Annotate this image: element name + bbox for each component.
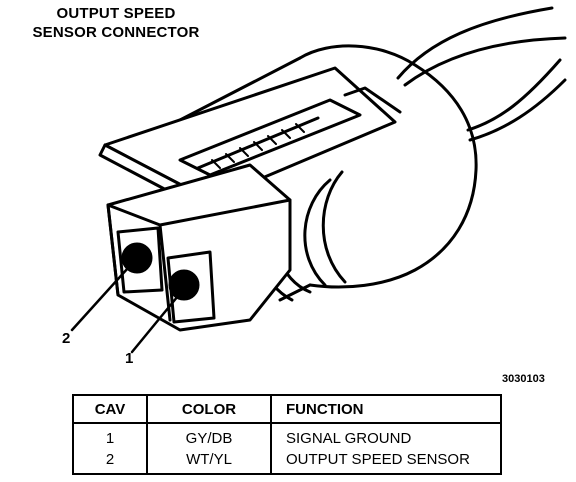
cavity-1-terminal bbox=[168, 269, 200, 301]
callout-label-2: 2 bbox=[62, 330, 71, 347]
header-color: COLOR bbox=[146, 394, 272, 424]
locking-latch bbox=[98, 66, 402, 214]
header-cav: CAV bbox=[72, 394, 148, 424]
pinout-table: CAV COLOR FUNCTION 1 GY/DB SIGNAL GROUND… bbox=[72, 394, 502, 475]
cell-color: WT/YL bbox=[146, 449, 272, 475]
connector-front-face bbox=[106, 163, 292, 332]
connector-body bbox=[178, 44, 478, 302]
figure-id: 3030103 bbox=[502, 373, 545, 385]
table-row: 1 GY/DB SIGNAL GROUND bbox=[72, 423, 502, 449]
cell-function: SIGNAL GROUND bbox=[270, 423, 502, 449]
cell-cav: 2 bbox=[72, 449, 148, 475]
callout-label-1: 1 bbox=[125, 350, 134, 367]
cell-color: GY/DB bbox=[146, 423, 272, 449]
title-line-1: OUTPUT SPEED bbox=[56, 5, 176, 22]
leader-line-2 bbox=[70, 266, 130, 332]
cell-function: OUTPUT SPEED SENSOR bbox=[270, 449, 502, 475]
cell-cav: 1 bbox=[72, 423, 148, 449]
header-function: FUNCTION bbox=[270, 394, 502, 424]
table-row: 2 WT/YL OUTPUT SPEED SENSOR bbox=[72, 449, 502, 475]
title-line-2: SENSOR CONNECTOR bbox=[32, 24, 200, 41]
wire-harness bbox=[396, 6, 567, 142]
cavity-2-terminal bbox=[121, 242, 153, 274]
leader-line-1 bbox=[130, 294, 180, 354]
diagram-title: OUTPUT SPEED SENSOR CONNECTOR bbox=[6, 4, 226, 42]
table-header-row: CAV COLOR FUNCTION bbox=[72, 394, 502, 424]
